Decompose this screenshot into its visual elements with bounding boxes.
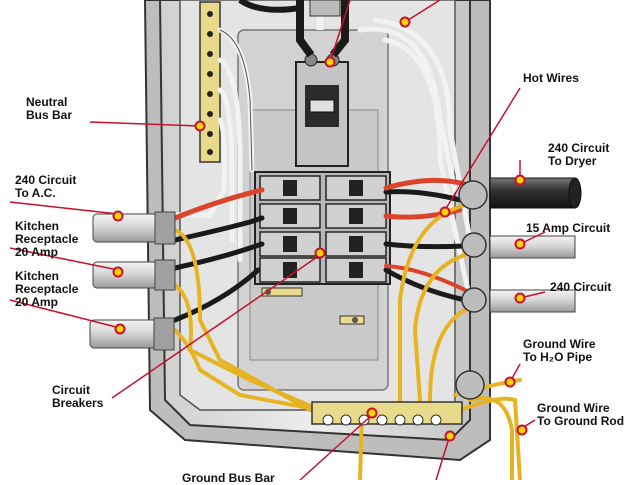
label-ground-wire-rod: Ground Wire To Ground Rod [537,401,625,428]
label-kitchen-receptacle-1: Kitchen Receptacle 20 Amp [15,219,79,259]
service-entrance-wires [238,0,349,58]
callout-markers [112,16,528,442]
cable-connectors [455,180,488,400]
left-cables [89,211,176,351]
label-ground-bus-bar: Ground Bus Bar [182,471,275,485]
neutral-bus-bar [199,1,221,163]
label-hot-wires: Hot Wires [523,71,579,85]
internal-wiring [172,17,522,480]
main-breaker [295,53,349,167]
label-kitchen-receptacle-2: Kitchen Receptacle 20 Amp [15,269,79,309]
ground-bus-bar [311,401,463,426]
label-240-circuit-dryer: 240 Circuit To Dryer [548,141,610,168]
label-240-circuit: 240 Circuit [550,280,612,294]
label-ground-wire-h2o: Ground Wire To H₂O Pipe [523,337,596,364]
label-240-circuit-ac: 240 Circuit To A.C. [15,173,77,200]
right-cables [489,177,582,313]
label-neutral-bus-bar: Neutral Bus Bar [26,95,73,122]
label-circuit-breakers: Circuit Breakers [52,383,104,410]
label-15-amp-circuit: 15 Amp Circuit [526,221,611,235]
